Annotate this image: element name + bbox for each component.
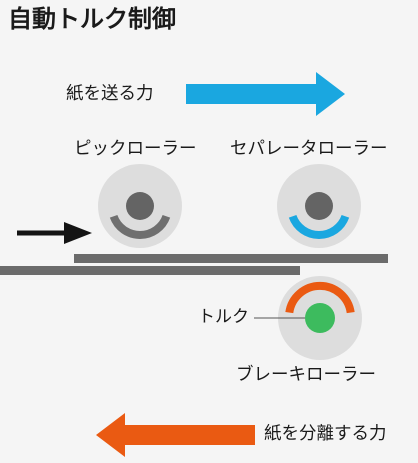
separator-roller-label: セパレータローラー (230, 139, 388, 159)
feed-force-arrow-icon (186, 72, 345, 116)
brake-roller-hub (305, 303, 335, 333)
separator-roller-hub (305, 192, 333, 220)
separate-force-label: 紙を分離する力 (264, 424, 387, 444)
pick-roller (98, 164, 182, 248)
separator-roller-band (288, 214, 350, 239)
torque-label: トルク (198, 307, 249, 327)
separate-force-arrow-icon (96, 413, 255, 457)
separator-roller (277, 164, 361, 248)
brake-roller-label: ブレーキローラー (236, 365, 376, 385)
paper-insert-arrow-icon (17, 222, 92, 244)
lower-paper-sheet (0, 266, 300, 275)
upper-paper-sheet (74, 254, 388, 263)
brake-roller-band (285, 281, 355, 314)
feed-force-label: 紙を送る力 (66, 84, 154, 104)
pick-roller-label: ピックローラー (74, 139, 197, 159)
pick-roller-band (109, 214, 171, 239)
pick-roller-hub (126, 192, 154, 220)
brake-roller (278, 276, 362, 360)
diagram-title: 自動トルク制御 (8, 5, 176, 33)
